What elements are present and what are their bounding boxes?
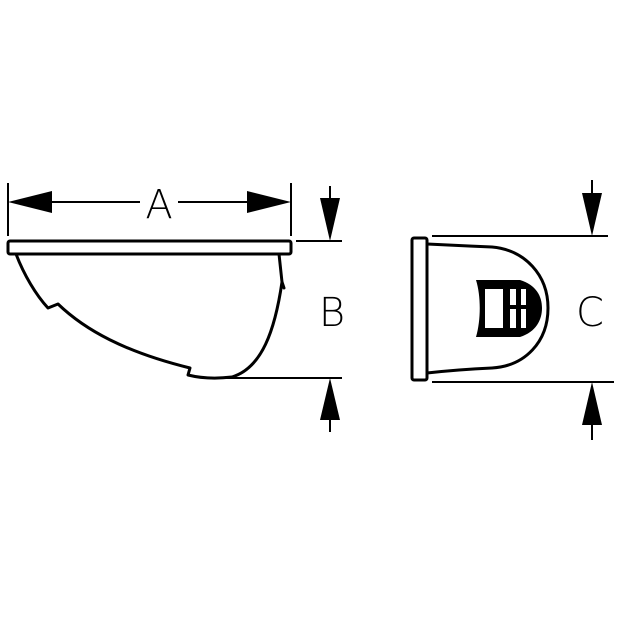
lens-crossbar bbox=[505, 305, 528, 309]
side-view bbox=[6, 239, 293, 380]
dim-b-arrow-bottom bbox=[320, 378, 340, 420]
side-view-flange bbox=[6, 239, 293, 256]
dim-a-arrow-left bbox=[8, 191, 52, 213]
dim-a-arrow-right bbox=[247, 191, 291, 213]
dim-b-label: B bbox=[319, 290, 345, 336]
front-view-lens bbox=[476, 280, 542, 337]
dim-c-arrow-top bbox=[582, 193, 602, 236]
front-view-dome bbox=[425, 242, 550, 375]
side-view-dome bbox=[14, 252, 284, 380]
dim-c-arrow-bottom bbox=[582, 382, 602, 425]
dim-c-label: C bbox=[576, 290, 604, 336]
dim-a-label: A bbox=[145, 182, 172, 228]
lens-pane-left bbox=[485, 289, 503, 328]
side-view-notch bbox=[280, 280, 286, 290]
front-view-flange bbox=[410, 236, 429, 382]
dimension-c: C bbox=[432, 180, 614, 440]
front-view bbox=[410, 236, 550, 382]
dimension-a: A bbox=[7, 182, 292, 236]
dim-b-arrow-top bbox=[320, 198, 340, 241]
dimension-b: B bbox=[212, 186, 345, 432]
